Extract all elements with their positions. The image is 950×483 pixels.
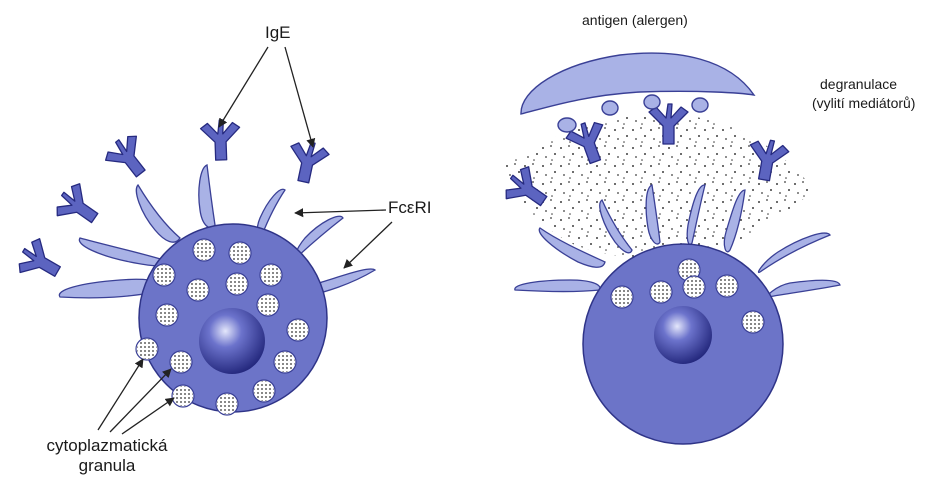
dotted-granule-icon — [170, 351, 192, 373]
dotted-granule-icon — [136, 338, 158, 360]
antigen-label: antigen (alergen) — [582, 12, 688, 28]
dotted-granule-icon — [153, 264, 175, 286]
fceri-receptor-icon — [759, 233, 830, 272]
dotted-granule-icon — [156, 304, 178, 326]
ige-label: IgE — [265, 23, 291, 43]
degranulace-label: degranulace (vylití mediátorů) — [812, 75, 915, 113]
nucleus-sphere-icon — [654, 306, 712, 364]
nucleus-sphere-icon — [199, 308, 265, 374]
y-shaped-antibody-icon — [284, 138, 330, 185]
dotted-granule-icon — [193, 239, 215, 261]
ige-arrow-2 — [285, 47, 313, 147]
granula-label-line-1: cytoplazmatická — [36, 436, 178, 456]
fceri-receptor-icon — [79, 238, 170, 266]
fceri-receptor-icon — [294, 216, 343, 259]
dotted-granule-icon — [287, 319, 309, 341]
dotted-granule-icon — [716, 275, 738, 297]
right-mast-cell — [500, 53, 840, 444]
fceri-receptor-icon — [515, 280, 600, 292]
fceri-label: FcεRI — [388, 198, 431, 218]
fceri-receptor-icon — [136, 185, 180, 242]
dotted-granule-icon — [253, 380, 275, 402]
degranulace-label-line-2: (vylití mediátorů) — [812, 94, 915, 113]
granula-arrow-2 — [110, 369, 171, 432]
fceri-arrow-1 — [295, 210, 386, 213]
degranulace-label-line-1: degranulace — [812, 75, 915, 94]
dotted-granule-icon — [226, 273, 248, 295]
fceri-receptor-icon — [199, 165, 215, 228]
dotted-granule-icon — [229, 242, 251, 264]
dotted-granule-icon — [274, 351, 296, 373]
y-shaped-antibody-icon — [101, 130, 156, 186]
dotted-granule-icon — [611, 286, 633, 308]
fceri-arrow-2 — [344, 222, 392, 268]
ige-arrow-1 — [219, 47, 268, 127]
y-shaped-antibody-icon — [51, 179, 106, 234]
dotted-granule-icon — [742, 311, 764, 333]
left-mast-cell — [13, 119, 375, 415]
dotted-granule-icon — [650, 281, 672, 303]
granula-label: cytoplazmatická granula — [36, 436, 178, 476]
dotted-granule-icon — [187, 279, 209, 301]
dotted-granule-icon — [260, 264, 282, 286]
y-shaped-antibody-icon — [13, 235, 67, 289]
dotted-granule-icon — [216, 393, 238, 415]
granula-label-line-2: granula — [36, 456, 178, 476]
dotted-granule-icon — [172, 385, 194, 407]
fceri-receptor-icon — [767, 280, 840, 297]
dotted-granule-icon — [683, 276, 705, 298]
granula-arrow-1 — [98, 359, 143, 430]
granula-arrow-3 — [122, 398, 174, 434]
dotted-granule-icon — [257, 294, 279, 316]
